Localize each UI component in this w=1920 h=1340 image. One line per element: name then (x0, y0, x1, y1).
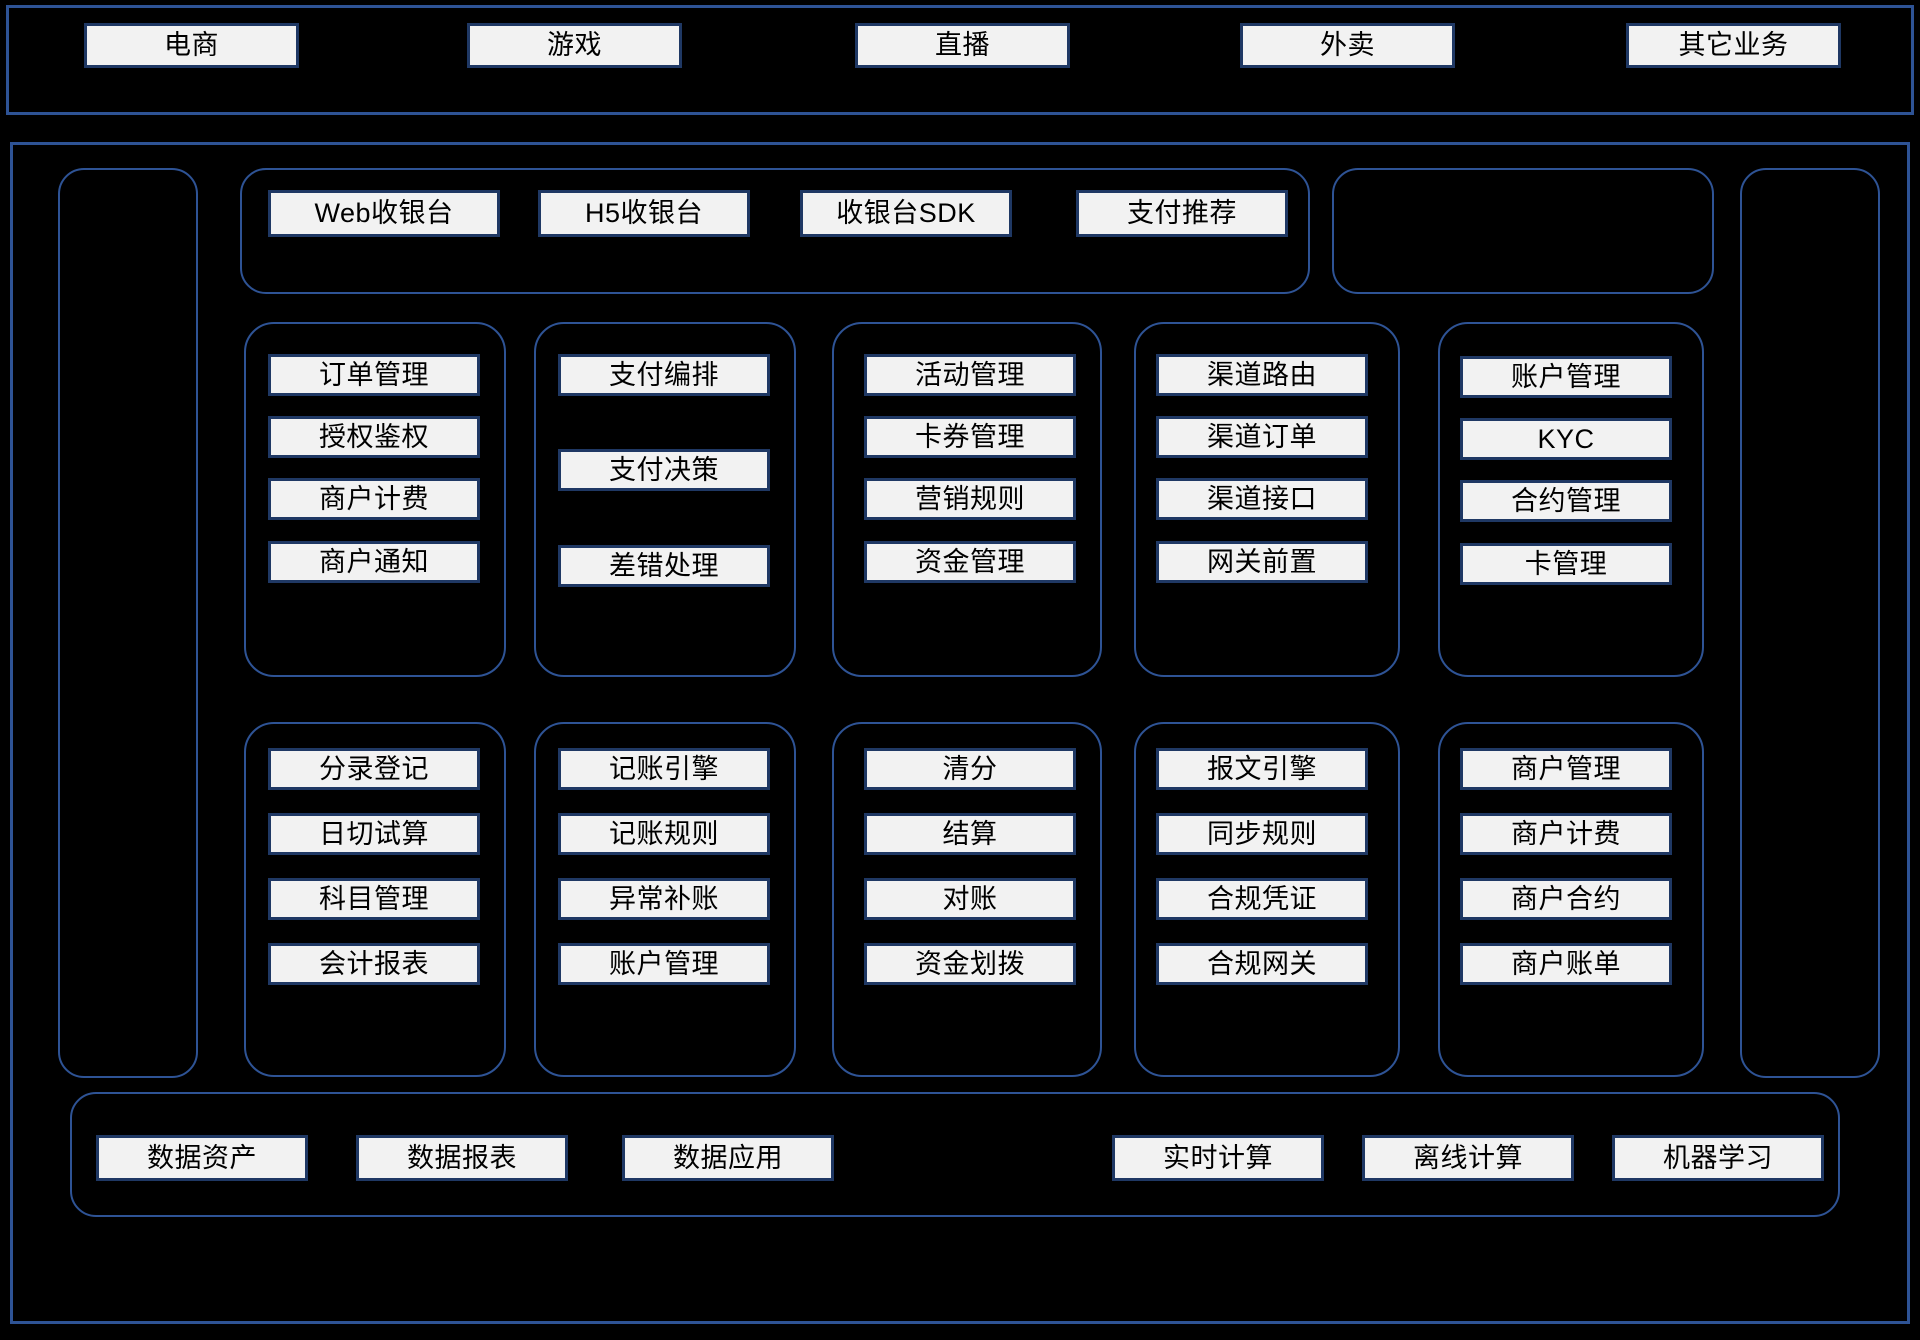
service-chip-9-1[interactable]: 商户计费 (1460, 813, 1672, 855)
service-chip-9-2[interactable]: 商户合约 (1460, 878, 1672, 920)
cashier-chip-2[interactable]: 收银台SDK (800, 190, 1012, 237)
left-support-rail (58, 168, 198, 1078)
service-chip-8-2[interactable]: 合规凭证 (1156, 878, 1368, 920)
service-chip-5-2[interactable]: 科目管理 (268, 878, 480, 920)
service-chip-0-0[interactable]: 订单管理 (268, 354, 480, 396)
data-platform-panel (70, 1092, 1840, 1217)
data-chip-0[interactable]: 数据资产 (96, 1135, 308, 1181)
data-chip-1[interactable]: 数据报表 (356, 1135, 568, 1181)
business-chip-3[interactable]: 外卖 (1240, 23, 1455, 68)
business-chip-4[interactable]: 其它业务 (1626, 23, 1841, 68)
cashier-chip-0[interactable]: Web收银台 (268, 190, 500, 237)
service-chip-5-0[interactable]: 分录登记 (268, 748, 480, 790)
service-chip-1-1[interactable]: 支付决策 (558, 449, 770, 491)
data-chip-5[interactable]: 机器学习 (1612, 1135, 1824, 1181)
service-chip-7-0[interactable]: 清分 (864, 748, 1076, 790)
service-chip-0-2[interactable]: 商户计费 (268, 478, 480, 520)
service-chip-8-3[interactable]: 合规网关 (1156, 943, 1368, 985)
service-chip-1-2[interactable]: 差错处理 (558, 545, 770, 587)
data-chip-3[interactable]: 实时计算 (1112, 1135, 1324, 1181)
service-chip-7-3[interactable]: 资金划拨 (864, 943, 1076, 985)
service-chip-6-3[interactable]: 账户管理 (558, 943, 770, 985)
service-chip-4-1[interactable]: KYC (1460, 418, 1672, 460)
business-chip-1[interactable]: 游戏 (467, 23, 682, 68)
service-chip-3-1[interactable]: 渠道订单 (1156, 416, 1368, 458)
service-chip-4-3[interactable]: 卡管理 (1460, 543, 1672, 585)
service-chip-3-2[interactable]: 渠道接口 (1156, 478, 1368, 520)
service-chip-8-1[interactable]: 同步规则 (1156, 813, 1368, 855)
business-chip-0[interactable]: 电商 (84, 23, 299, 68)
service-chip-5-1[interactable]: 日切试算 (268, 813, 480, 855)
service-chip-4-0[interactable]: 账户管理 (1460, 356, 1672, 398)
service-chip-1-0[interactable]: 支付编排 (558, 354, 770, 396)
service-chip-2-3[interactable]: 资金管理 (864, 541, 1076, 583)
service-chip-0-1[interactable]: 授权鉴权 (268, 416, 480, 458)
service-chip-6-1[interactable]: 记账规则 (558, 813, 770, 855)
cashier-chip-3[interactable]: 支付推荐 (1076, 190, 1288, 237)
service-chip-2-2[interactable]: 营销规则 (864, 478, 1076, 520)
service-chip-9-3[interactable]: 商户账单 (1460, 943, 1672, 985)
service-chip-9-0[interactable]: 商户管理 (1460, 748, 1672, 790)
reserved-panel (1332, 168, 1714, 294)
service-chip-7-1[interactable]: 结算 (864, 813, 1076, 855)
business-chip-2[interactable]: 直播 (855, 23, 1070, 68)
service-chip-5-3[interactable]: 会计报表 (268, 943, 480, 985)
service-chip-2-1[interactable]: 卡券管理 (864, 416, 1076, 458)
service-chip-3-3[interactable]: 网关前置 (1156, 541, 1368, 583)
cashier-chip-1[interactable]: H5收银台 (538, 190, 750, 237)
right-support-rail (1740, 168, 1880, 1078)
service-chip-6-2[interactable]: 异常补账 (558, 878, 770, 920)
data-chip-4[interactable]: 离线计算 (1362, 1135, 1574, 1181)
service-chip-0-3[interactable]: 商户通知 (268, 541, 480, 583)
service-chip-3-0[interactable]: 渠道路由 (1156, 354, 1368, 396)
service-chip-8-0[interactable]: 报文引擎 (1156, 748, 1368, 790)
service-chip-4-2[interactable]: 合约管理 (1460, 480, 1672, 522)
service-chip-2-0[interactable]: 活动管理 (864, 354, 1076, 396)
service-chip-7-2[interactable]: 对账 (864, 878, 1076, 920)
data-chip-2[interactable]: 数据应用 (622, 1135, 834, 1181)
service-chip-6-0[interactable]: 记账引擎 (558, 748, 770, 790)
